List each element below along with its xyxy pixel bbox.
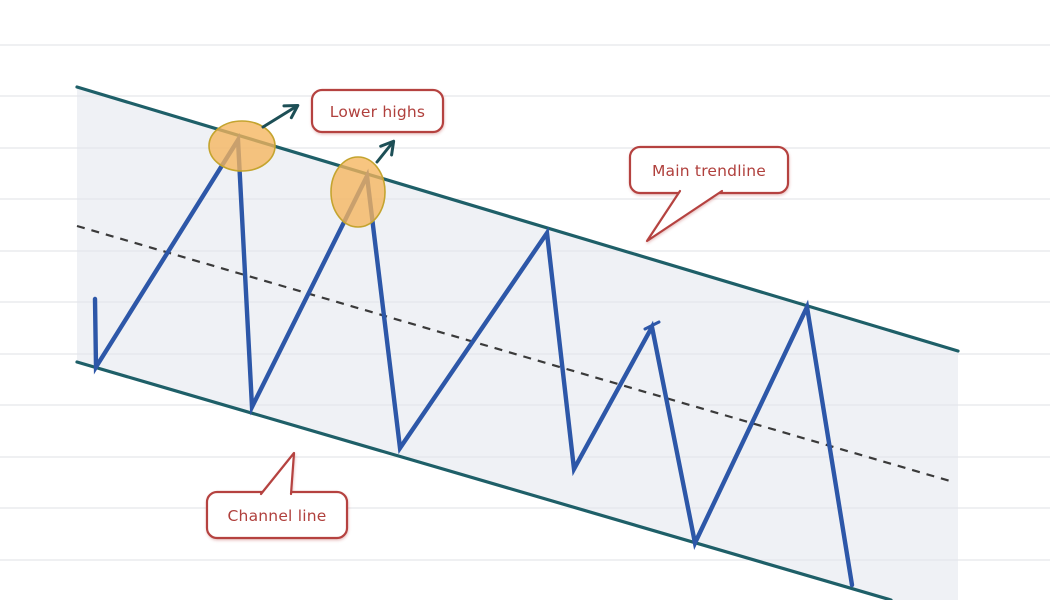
channel-line-line [75,360,893,600]
callout-channel-line-label: Channel line [228,507,327,525]
price-zigzag-line [92,132,855,588]
callout-main-trendline-label: Main trendline [652,162,766,180]
lower-high-2-highlight-ellipse [330,156,386,228]
lower-high-1-highlight-ellipse [208,120,276,172]
callout-lower-highs: Lower highs [310,88,445,134]
channel-midline-dashed [76,224,951,483]
callout-main-trendline-tail [645,189,724,243]
callout-channel-line-tail [259,451,296,496]
peak-tick-mark [643,320,661,331]
arrow-to-lower-highs-1 [261,103,300,129]
channel-fill [77,87,958,600]
callout-main-trendline: Main trendline [628,145,790,243]
callout-lower-highs-label: Lower highs [330,103,425,121]
callout-lower-highs-box [310,88,445,134]
arrow-to-lower-highs-2 [375,139,396,164]
callout-channel-line: Channel line [205,451,349,540]
